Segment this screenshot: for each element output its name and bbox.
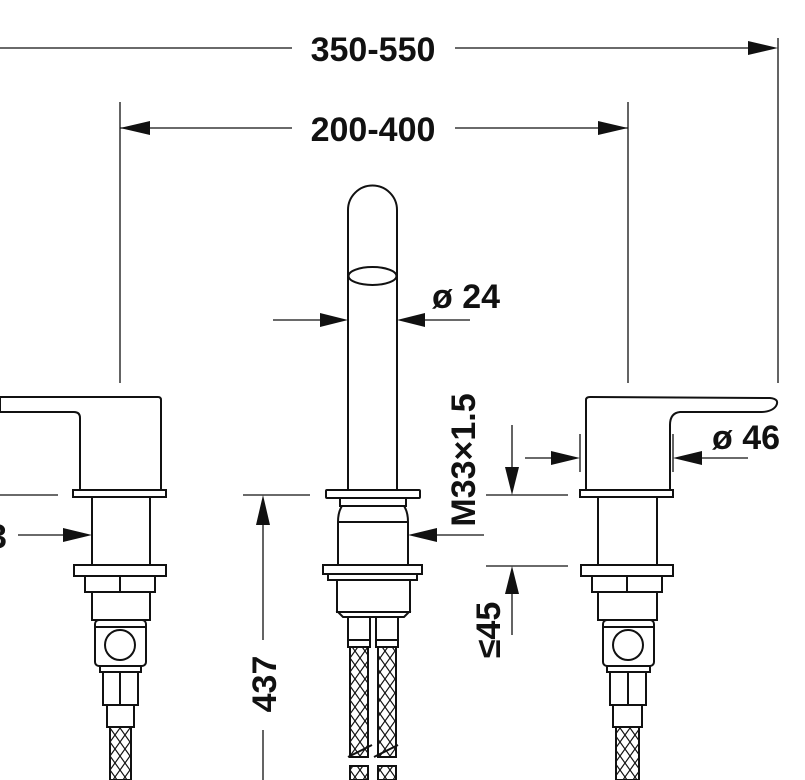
dimension-overall-width: 350-550 xyxy=(0,31,779,383)
left-handle-valve: 3 xyxy=(0,396,167,780)
dimension-handle-diameter: ø 46 xyxy=(525,419,780,472)
dimension-thread-and-deck: M33×1.5 ≤45 xyxy=(408,393,568,658)
left-cut-label: 3 xyxy=(0,518,7,556)
right-handle-valve xyxy=(579,395,779,780)
dimension-handle-spacing: 200-400 xyxy=(119,102,629,383)
overall-width-label: 350-550 xyxy=(311,31,436,69)
dimension-spout-diameter: ø 24 xyxy=(273,278,500,327)
handle-diameter-label: ø 46 xyxy=(712,419,780,457)
handle-spacing-label: 200-400 xyxy=(311,111,436,149)
spout xyxy=(322,184,423,780)
deck-thickness-label: ≤45 xyxy=(470,602,508,658)
dimension-hose-length: 437 xyxy=(243,494,310,780)
hose-length-label: 437 xyxy=(246,656,284,713)
thread-label: M33×1.5 xyxy=(445,393,483,526)
spout-diameter-label: ø 24 xyxy=(432,278,500,316)
